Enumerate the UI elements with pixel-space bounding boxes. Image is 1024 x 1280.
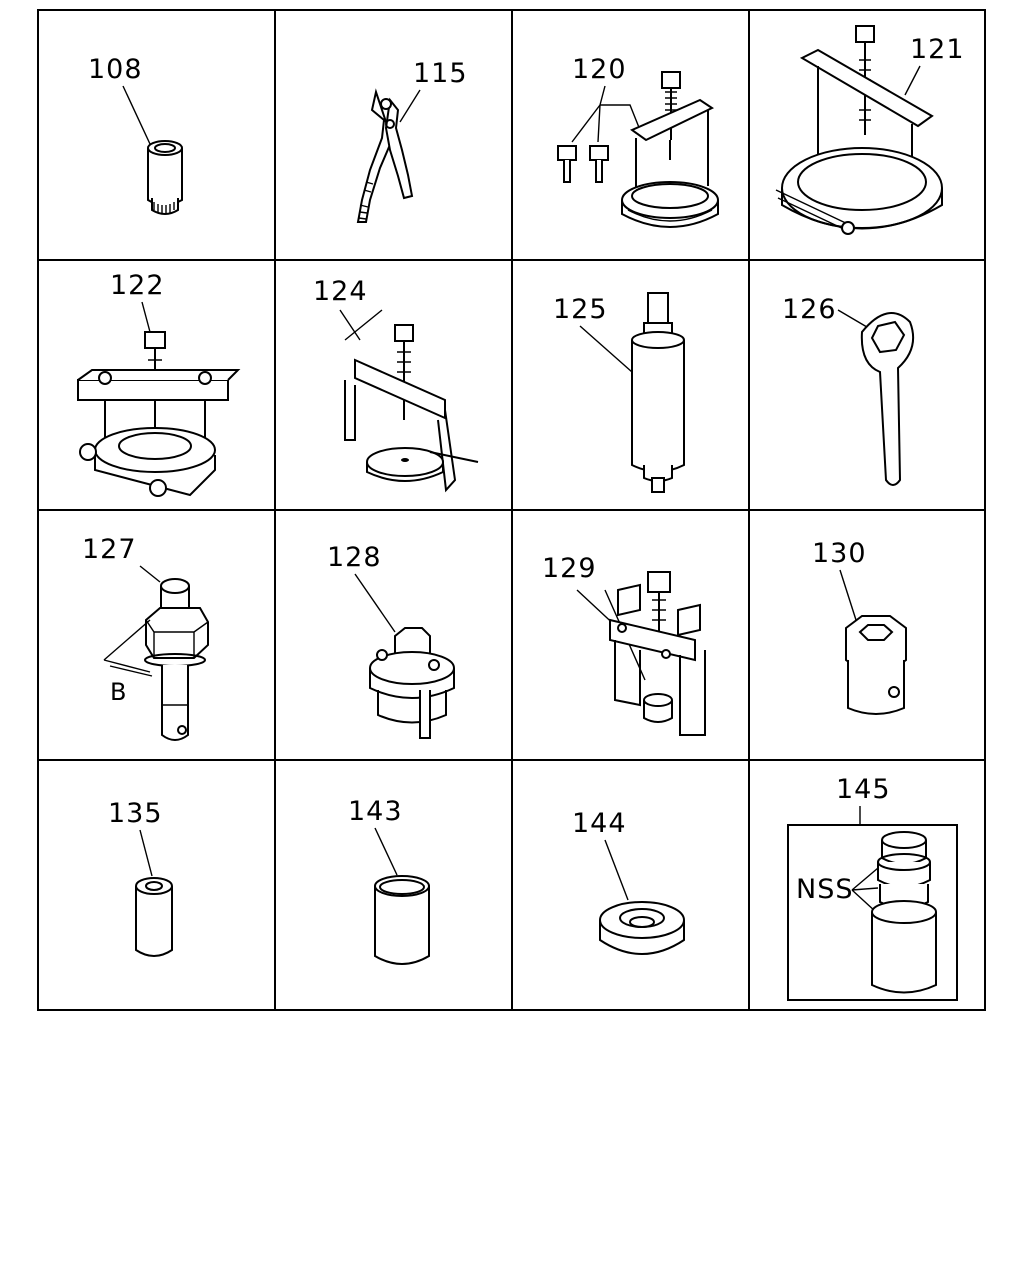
leader-line-143 [374,827,398,876]
part-label-121: 121 [910,34,965,65]
cell-128: 128 [327,542,455,739]
cell-144: 144 [572,808,685,955]
part-label-144: 144 [572,808,627,839]
leader-line-135 [139,829,153,877]
leader-line-125 [579,325,633,373]
nss-box [787,824,958,1001]
cell-108: 108 [88,54,183,215]
part-label-126: 126 [782,294,837,325]
installer-145-icon [871,831,937,994]
part-label-115: 115 [413,58,468,89]
puller-124-icon [344,324,479,493]
nss-leader-lines [851,867,879,913]
separator-122-icon [77,331,241,497]
cell-124: 124 [313,276,479,493]
socket-108-icon [147,140,183,215]
cell-130: 130 [812,538,907,715]
leader-line-115 [399,89,421,123]
part-label-135: 135 [108,798,163,829]
leader-line-122 [141,301,151,333]
part-label-130: 130 [812,538,867,569]
hex-socket-130-icon [845,615,907,715]
leader-line-124 [339,309,383,341]
leader-line-121 [904,65,921,96]
cell-125: 125 [553,292,685,493]
part-label-125: 125 [553,294,608,325]
part-label-127: 127 [82,534,137,565]
dimension-b-label: B [110,678,127,706]
leader-line-108 [122,85,151,145]
part-label-108: 108 [88,54,143,85]
cell-121: 121 [775,25,965,235]
cup-143-icon [374,875,430,965]
cylinder-125-icon [631,292,685,493]
cell-126: 126 [782,294,914,486]
leader-line-128 [354,573,396,633]
part-label-143: 143 [348,796,403,827]
grid-frame [37,9,986,1011]
puller-128-icon [369,627,455,739]
cell-129: 129 [542,553,706,736]
leader-line-127 [139,565,161,583]
pliers-115-icon [356,88,414,223]
fixture-129-icon [609,571,706,736]
part-label-120: 120 [572,54,627,85]
part-label-128: 128 [327,542,382,573]
cell-120: 120 [557,54,719,228]
nss-label: NSS [796,874,853,905]
leader-line-130 [839,569,857,621]
cell-143: 143 [348,796,430,965]
cell-122: 122 [77,270,241,497]
part-label-122: 122 [110,270,165,301]
leader-line-144 [604,839,629,901]
dimension-b-marker: B [103,619,153,706]
part-label-145: 145 [836,774,891,805]
sleeve-135-icon [135,877,173,957]
cell-115: 115 [356,58,468,223]
puller-121-icon [775,25,943,235]
part-label-129: 129 [542,553,597,584]
puller-120-icon [557,71,719,228]
leader-line-120 [571,85,641,143]
ring-144-icon [599,901,685,955]
cell-145: 145 NSS [787,774,958,1001]
cell-135: 135 [108,798,173,957]
part-label-124: 124 [313,276,368,307]
wrench-126-icon [860,312,914,486]
cell-127: 127 B [82,534,209,741]
installer-127-icon [144,578,209,741]
